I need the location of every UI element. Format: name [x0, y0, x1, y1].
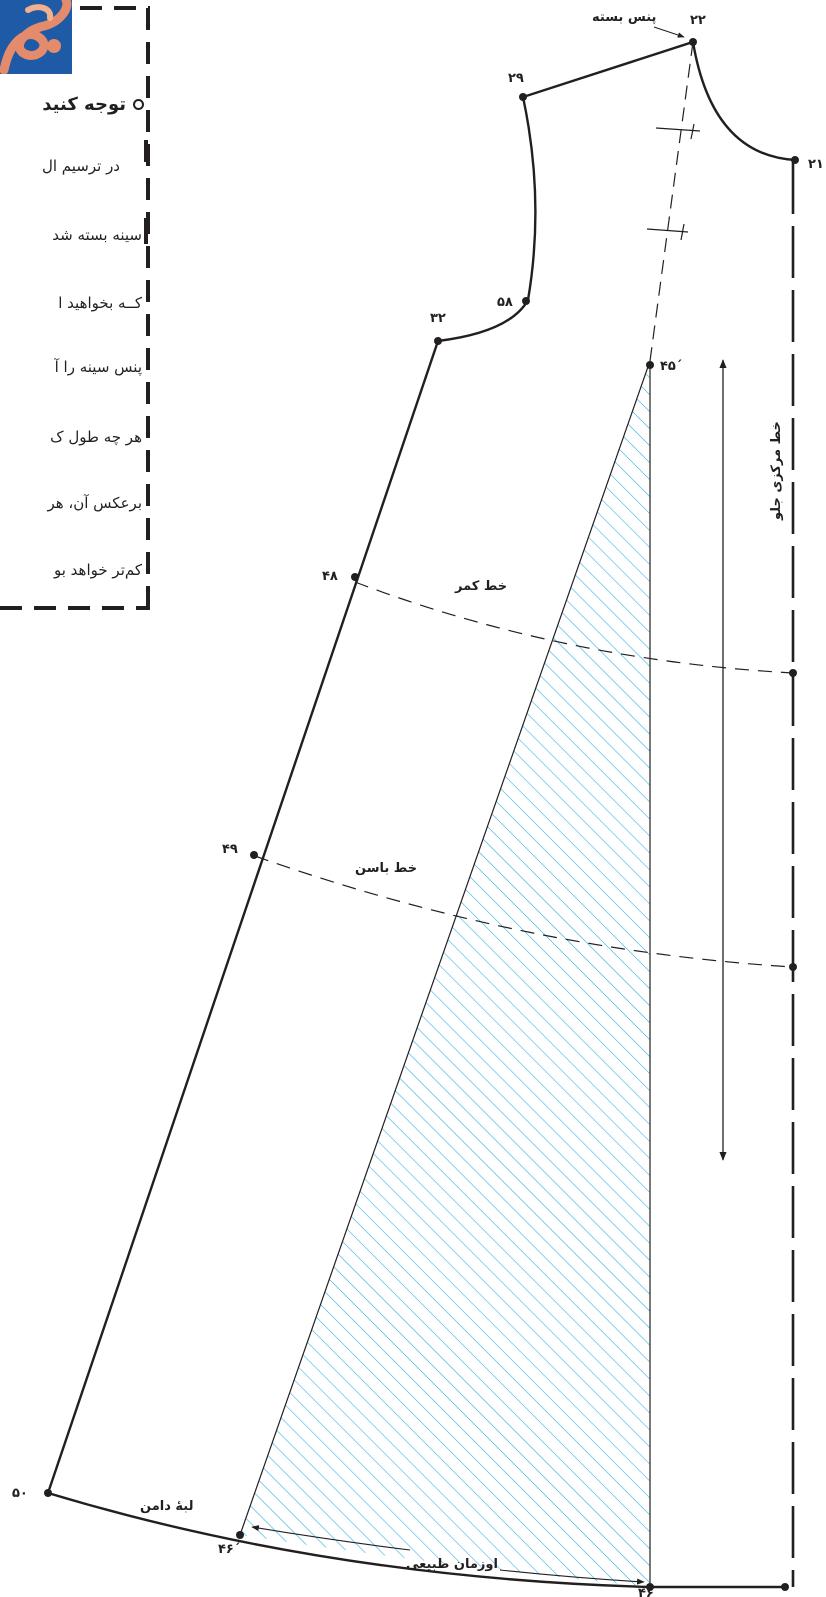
point-labels: ۲۲ ۲۹ ۲۱ ۵۸ ۳۲ ۴۵΄ ۴۸ ۴۹ ۵۰ ۴۶΄ ۴۶	[12, 13, 824, 1597]
label-point-21: ۲۱	[808, 157, 824, 172]
hatched-panel	[240, 361, 650, 1587]
hem-arrow-right	[499, 1569, 645, 1585]
pattern-outline	[46, 40, 796, 1494]
label-point-29: ۲۹	[508, 71, 524, 86]
point-29	[519, 93, 527, 101]
point-waist-cf	[789, 669, 797, 677]
hip-line	[254, 855, 794, 968]
label-point-49: ۴۹	[222, 842, 238, 857]
bullet-circle-icon	[133, 99, 144, 110]
label-point-46: ۴۶	[638, 1586, 654, 1597]
point-45p	[646, 361, 654, 369]
dart-tick-marks	[646, 123, 701, 241]
label-point-48: ۴۸	[322, 569, 338, 584]
label-point-45p: ۴۵΄	[660, 359, 682, 374]
hip-line-label: خط باسن	[355, 861, 417, 876]
note-line-2: سینه بسته شد	[52, 226, 142, 244]
note-line-1: در ترسیم ال	[41, 157, 120, 175]
note-line-5: هر چه طول ک	[50, 428, 142, 446]
label-point-32: ۳۲	[430, 311, 446, 326]
point-dots	[44, 38, 799, 1591]
point-50	[44, 1489, 52, 1497]
center-front-line-label: خط مرکزی جلو	[769, 421, 784, 521]
note-line-7: کم‌تر خواهد بو	[53, 561, 142, 579]
label-point-58: ۵۸	[497, 295, 513, 310]
point-46	[646, 1583, 654, 1591]
hem-curve	[47, 1491, 785, 1589]
grainline-label: اوزمان طبیعی	[406, 1557, 498, 1572]
point-hem-cf	[781, 1583, 789, 1591]
panel-diagonal-line	[239, 360, 651, 1536]
dart-closed-label: پنس بسته	[592, 10, 656, 25]
point-46p	[236, 1531, 244, 1539]
point-hip-cf	[789, 963, 797, 971]
note-frame	[0, 6, 150, 610]
point-49	[250, 851, 258, 859]
label-point-46p: ۴۶΄	[218, 1542, 240, 1557]
label-point-50: ۵۰	[12, 1486, 28, 1501]
note-title: توجه کنید	[42, 94, 126, 115]
dart-dashed-line	[649, 41, 694, 362]
point-48	[351, 573, 359, 581]
point-58	[522, 297, 530, 305]
waist-line-label: خط کمر	[454, 579, 507, 594]
note-bar-2	[144, 218, 148, 244]
point-22	[689, 38, 697, 46]
line-labels: پنس بسته خط کمر خط باسن لبهٔ دامن اوزمان…	[140, 10, 784, 1572]
hem-arrow-left	[251, 1525, 411, 1551]
point-21	[791, 156, 799, 164]
note-box: توجه کنید در ترسیم ال سینه بسته شد کــه …	[0, 0, 152, 622]
decorative-flower-logo	[0, 0, 72, 74]
dart-label-arrow	[653, 26, 685, 38]
note-line-3: کــه بخواهید ا	[58, 294, 142, 312]
waist-line	[354, 581, 794, 674]
note-line-6: برعکس آن، هر	[47, 494, 142, 512]
point-32	[434, 337, 442, 345]
note-line-4: پنس سینه را آ	[54, 358, 142, 376]
label-point-22: ۲۲	[690, 13, 706, 28]
hem-line-label: لبهٔ دامن	[140, 1499, 193, 1514]
note-bar-1	[144, 140, 148, 162]
